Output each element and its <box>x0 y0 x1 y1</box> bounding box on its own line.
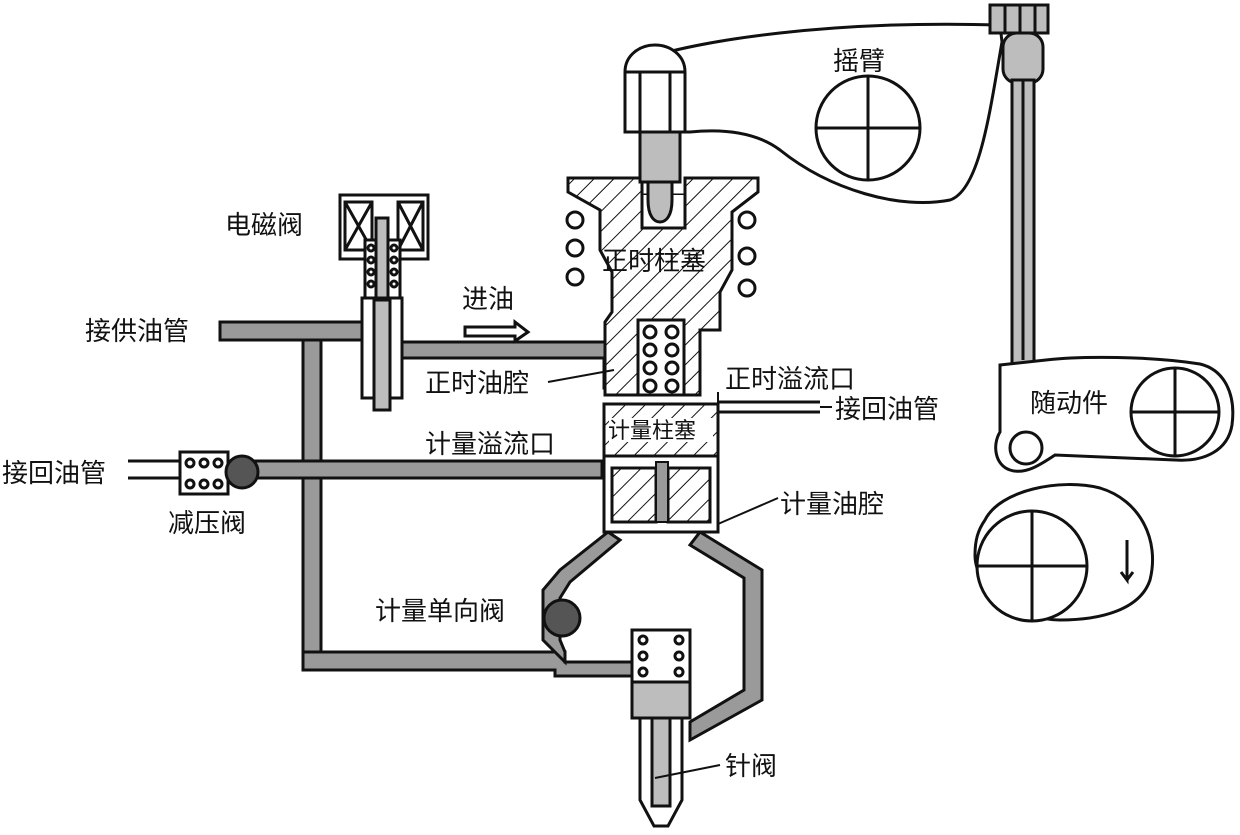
lower-return-line <box>301 650 634 678</box>
label-solenoid-valve: 电磁阀 <box>225 211 303 241</box>
label-fuel-supply-pipe: 接供油管 <box>85 317 189 347</box>
label-needle-valve: 针阀 <box>725 752 777 782</box>
injector-body <box>565 176 760 534</box>
solenoid-valve <box>338 193 430 412</box>
nozzle-spring-icon <box>637 634 685 678</box>
push-rod <box>1010 78 1036 367</box>
needle-valve <box>650 716 672 808</box>
fuel-in-arrow-icon <box>463 318 531 344</box>
cam-follower <box>994 355 1235 473</box>
return-pipe-left-lines <box>128 459 180 480</box>
nozzle-assembly <box>630 628 692 828</box>
solenoid-spring-icon <box>366 243 399 289</box>
cam-rotation-arrow-icon <box>1119 540 1135 585</box>
solenoid-armature <box>374 216 390 300</box>
solenoid-valve-stem <box>372 298 392 412</box>
label-follower: 随动件 <box>1030 389 1108 419</box>
follower-roller <box>1008 430 1044 466</box>
rocker-arm <box>623 3 1050 224</box>
manifold-vertical <box>301 338 323 654</box>
check-valve-channel <box>541 530 623 666</box>
label-return-pipe-right: 接回油管 <box>835 395 939 425</box>
rocker-adjust-screw <box>623 43 687 134</box>
label-pressure-reducing-valve: 减压阀 <box>168 509 246 539</box>
metering-spill-line <box>253 459 604 480</box>
label-rocker-arm: 摇臂 <box>833 47 885 77</box>
label-timing-chamber: 正时油腔 <box>425 369 529 399</box>
label-metering-spill-port: 计量溢流口 <box>425 430 555 460</box>
right-feed-channel <box>687 530 764 743</box>
label-metering-plunger: 计量柱塞 <box>608 419 696 444</box>
nozzle-shoulder <box>630 680 692 720</box>
timing-plunger <box>566 176 760 397</box>
reducing-valve-ball-icon <box>224 454 260 490</box>
label-return-pipe-left: 接回油管 <box>2 459 106 489</box>
pressure-reducing-valve <box>178 450 260 496</box>
metering-check-valve <box>542 598 582 638</box>
leader-lines <box>547 369 832 779</box>
fuel-pipe-network <box>128 320 820 743</box>
rocker-push-tip <box>638 130 682 184</box>
label-metering-check-valve: 计量单向阀 <box>375 597 505 627</box>
push-rod-socket <box>1001 31 1045 85</box>
return-line-right <box>718 400 820 414</box>
label-metering-chamber: 计量油腔 <box>780 490 884 520</box>
timing-spring-icon <box>642 324 680 394</box>
camshaft <box>973 483 1155 623</box>
label-timing-plunger: 正时柱塞 <box>602 247 706 277</box>
supply-pipe <box>218 320 367 342</box>
label-timing-spill-port: 正时溢流口 <box>725 365 855 395</box>
check-valve-ball-icon <box>542 598 582 638</box>
labels: 电磁阀 接供油管 进油 正时柱塞 正时油腔 正时溢流口 接回油管 计量柱塞 计量… <box>2 47 1108 782</box>
plunger-return-spring-icon <box>565 210 757 298</box>
label-fuel-in: 进油 <box>462 285 514 315</box>
